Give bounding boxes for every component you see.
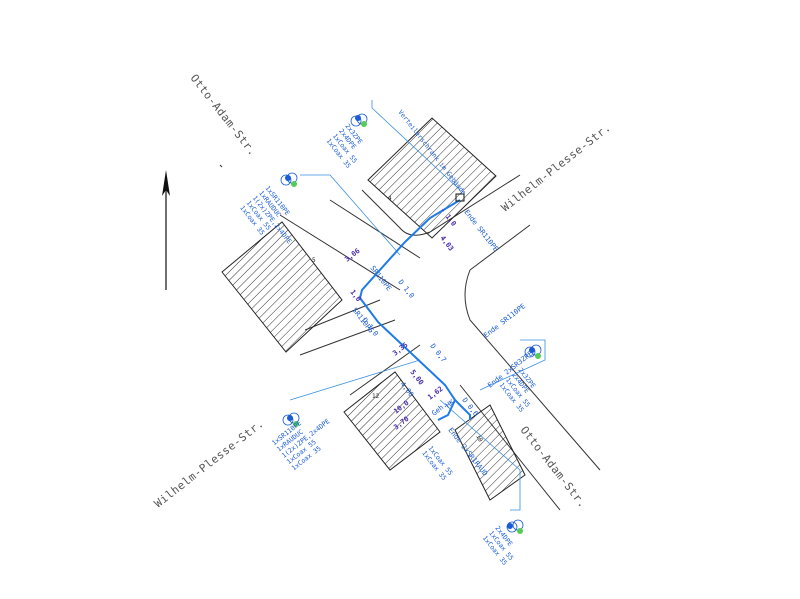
building-4: 4 xyxy=(367,117,497,239)
label-hk: HK xyxy=(444,398,456,410)
street-label-wilhelm-top: Wilhelm-Plesse-Str. xyxy=(499,121,614,215)
house-number-4: 4 xyxy=(388,195,392,202)
callout-leaders xyxy=(289,100,546,511)
callout-box-bottom-right: 2x4DPE 1xCoax 55 1xCoax 35 xyxy=(481,519,524,567)
house-number-5: 5 xyxy=(312,257,316,264)
street-label-otto-top: Otto-Adam-Str. xyxy=(188,72,260,159)
house-number-10: 10 xyxy=(474,434,484,444)
label-ende-sr110-mid: Ende SR110PE xyxy=(482,302,527,339)
building-5: 5 xyxy=(221,221,343,353)
cable-route xyxy=(358,193,471,421)
north-arrow-icon xyxy=(162,170,170,290)
street-label-wilhelm-bottom: Wilhelm-Plesse-Str. xyxy=(152,417,267,511)
house-number-12: 12 xyxy=(372,393,380,400)
street-label-otto-bottom: Otto-Adam-Str. xyxy=(518,424,590,511)
dim-500: 5,00 xyxy=(408,368,425,386)
dim-335: 3,35 xyxy=(391,341,409,358)
label-ende-sr110-top: Ende SR110PE xyxy=(462,208,499,253)
dim-162: 1,62 xyxy=(426,385,444,402)
dim-403: 4,03 xyxy=(438,234,455,252)
dim-m10b: 1,0 xyxy=(348,288,362,303)
label-d07: D 0,7 xyxy=(428,342,447,364)
callout-box-small-mid: 1xCoax 55 1xCoax 35 xyxy=(420,444,454,482)
callout-box-bottom-left: 1xSR110PE 1xRAUDUC 1(2x)ZPE,2x4DPE 1xCoa… xyxy=(270,412,331,472)
dim-306: 3,06 xyxy=(343,247,361,264)
building-12: 12 xyxy=(343,371,441,471)
road-edges xyxy=(219,164,601,511)
